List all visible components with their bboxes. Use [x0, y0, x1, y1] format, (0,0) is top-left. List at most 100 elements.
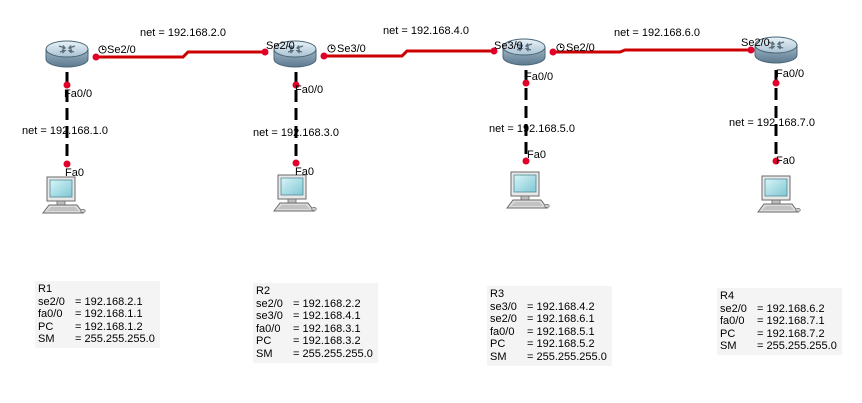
- router-info-title: R3: [490, 288, 505, 300]
- port-dot: [747, 46, 755, 54]
- port-label: Se2/0: [266, 40, 295, 52]
- info-row: SM = 255.255.255.0: [256, 348, 373, 361]
- port-label: Se2/0: [741, 37, 770, 49]
- info-value: = 192.168.5.2: [527, 338, 595, 351]
- info-row: se2/0= 192.168.6.2: [720, 303, 837, 316]
- info-value: = 192.168.7.1: [757, 315, 825, 328]
- info-value: = 192.168.6.1: [527, 313, 595, 326]
- info-value: = 255.255.255.0: [75, 333, 155, 346]
- info-row: PC = 192.168.1.2: [38, 321, 155, 334]
- info-row: fa0/0 = 192.168.1.1: [38, 308, 155, 321]
- port-label: Fa0/0: [776, 68, 804, 80]
- port-label: Fa0/0: [295, 84, 323, 96]
- info-key: SM: [720, 340, 737, 353]
- info-value: = 255.255.255.0: [293, 347, 373, 360]
- info-value: = 192.168.3.2: [293, 335, 361, 348]
- net-label: net = 192.168.3.0: [253, 127, 339, 139]
- info-value: = 255.255.255.0: [757, 340, 837, 353]
- port-dot: [63, 81, 71, 89]
- port-dot: [292, 159, 300, 167]
- info-row: PC = 192.168.3.2: [256, 335, 373, 348]
- info-key: SM: [256, 347, 273, 360]
- info-row: PC = 192.168.5.2: [490, 338, 607, 351]
- port-dot: [522, 157, 530, 165]
- port-dot: [772, 79, 780, 87]
- serial-link-r3-r4[interactable]: [553, 48, 751, 54]
- net-label: net = 192.168.2.0: [140, 27, 226, 39]
- net-label: net = 192.168.1.0: [22, 125, 108, 137]
- info-key: fa0/0: [38, 308, 63, 321]
- info-key: PC: [490, 338, 506, 351]
- info-row: se2/0 = 192.168.2.2: [256, 298, 373, 311]
- port-dot: [92, 53, 100, 61]
- port-label: Fa0: [776, 155, 795, 167]
- info-row: SM = 255.255.255.0: [490, 351, 607, 364]
- info-row: fa0/0= 192.168.5.1: [490, 326, 607, 339]
- port-dot: [320, 52, 328, 60]
- port-label: Fa0: [65, 167, 84, 179]
- info-key: se2/0: [38, 295, 65, 308]
- clock-icon: [327, 44, 336, 53]
- router-info-title: R2: [256, 285, 271, 297]
- info-key: SM: [490, 350, 507, 363]
- info-key: se3/0: [490, 300, 517, 313]
- info-value: = 192.168.2.2: [293, 297, 361, 310]
- info-key: fa0/0: [720, 315, 745, 328]
- port-dot: [549, 48, 557, 56]
- port-label: Fa0/0: [64, 88, 92, 100]
- info-value: = 192.168.4.2: [527, 300, 595, 313]
- info-key: se3/0: [256, 310, 283, 323]
- port-label: Se3/0: [494, 40, 523, 52]
- port-dot: [261, 48, 269, 56]
- info-row: se2/0 = 192.168.6.1: [490, 313, 607, 326]
- info-value: = 192.168.1.2: [75, 320, 143, 333]
- info-key: SM: [38, 333, 55, 346]
- pc-icon[interactable]: [42, 176, 86, 214]
- info-row: SM = 255.255.255.0: [38, 333, 155, 346]
- info-row: fa0/0 = 192.168.3.1: [256, 323, 373, 336]
- info-value: = 192.168.4.1: [293, 310, 361, 323]
- port-label: Se2/0: [107, 44, 136, 56]
- serial-link-r2-r3[interactable]: [324, 49, 494, 58]
- pc-icon[interactable]: [273, 174, 317, 212]
- info-row: se3/0 = 192.168.4.1: [256, 310, 373, 323]
- info-key: fa0/0: [256, 322, 281, 335]
- net-label: net = 192.168.7.0: [729, 117, 815, 129]
- pc-icon[interactable]: [757, 175, 801, 213]
- net-label: net = 192.168.5.0: [489, 123, 575, 135]
- port-label: Se3/0: [337, 43, 366, 55]
- info-key: se2/0: [720, 302, 747, 315]
- clock-icon: [98, 45, 107, 54]
- port-label: Fa0: [527, 149, 546, 161]
- router-icon[interactable]: [45, 40, 89, 68]
- info-row: SM = 255.255.255.0: [720, 340, 837, 353]
- serial-link-r1-r2[interactable]: [96, 50, 263, 59]
- info-value: = 192.168.1.1: [75, 308, 143, 321]
- info-key: fa0/0: [490, 325, 515, 338]
- port-label: Se2/0: [566, 42, 595, 54]
- port-label: Fa0/0: [525, 71, 553, 83]
- info-row: se3/0 = 192.168.4.2: [490, 301, 607, 314]
- clock-icon: [556, 43, 565, 52]
- info-key: se2/0: [490, 313, 517, 326]
- info-key: se2/0: [256, 297, 283, 310]
- info-row: fa0/0 = 192.168.7.1: [720, 315, 837, 328]
- info-value: = 255.255.255.0: [527, 350, 607, 363]
- router-info-title: R1: [38, 283, 53, 295]
- info-row: PC= 192.168.7.2: [720, 328, 837, 341]
- pc-icon[interactable]: [506, 171, 550, 209]
- port-dot: [772, 157, 780, 165]
- port-dot: [63, 160, 71, 168]
- info-value: = 192.168.3.1: [293, 322, 361, 335]
- port-dots: [63, 46, 780, 168]
- port-label: Fa0: [295, 166, 314, 178]
- info-key: PC: [38, 320, 54, 333]
- info-key: PC: [256, 335, 272, 348]
- router-info-title: R4: [720, 290, 735, 302]
- net-label: net = 192.168.4.0: [383, 25, 469, 37]
